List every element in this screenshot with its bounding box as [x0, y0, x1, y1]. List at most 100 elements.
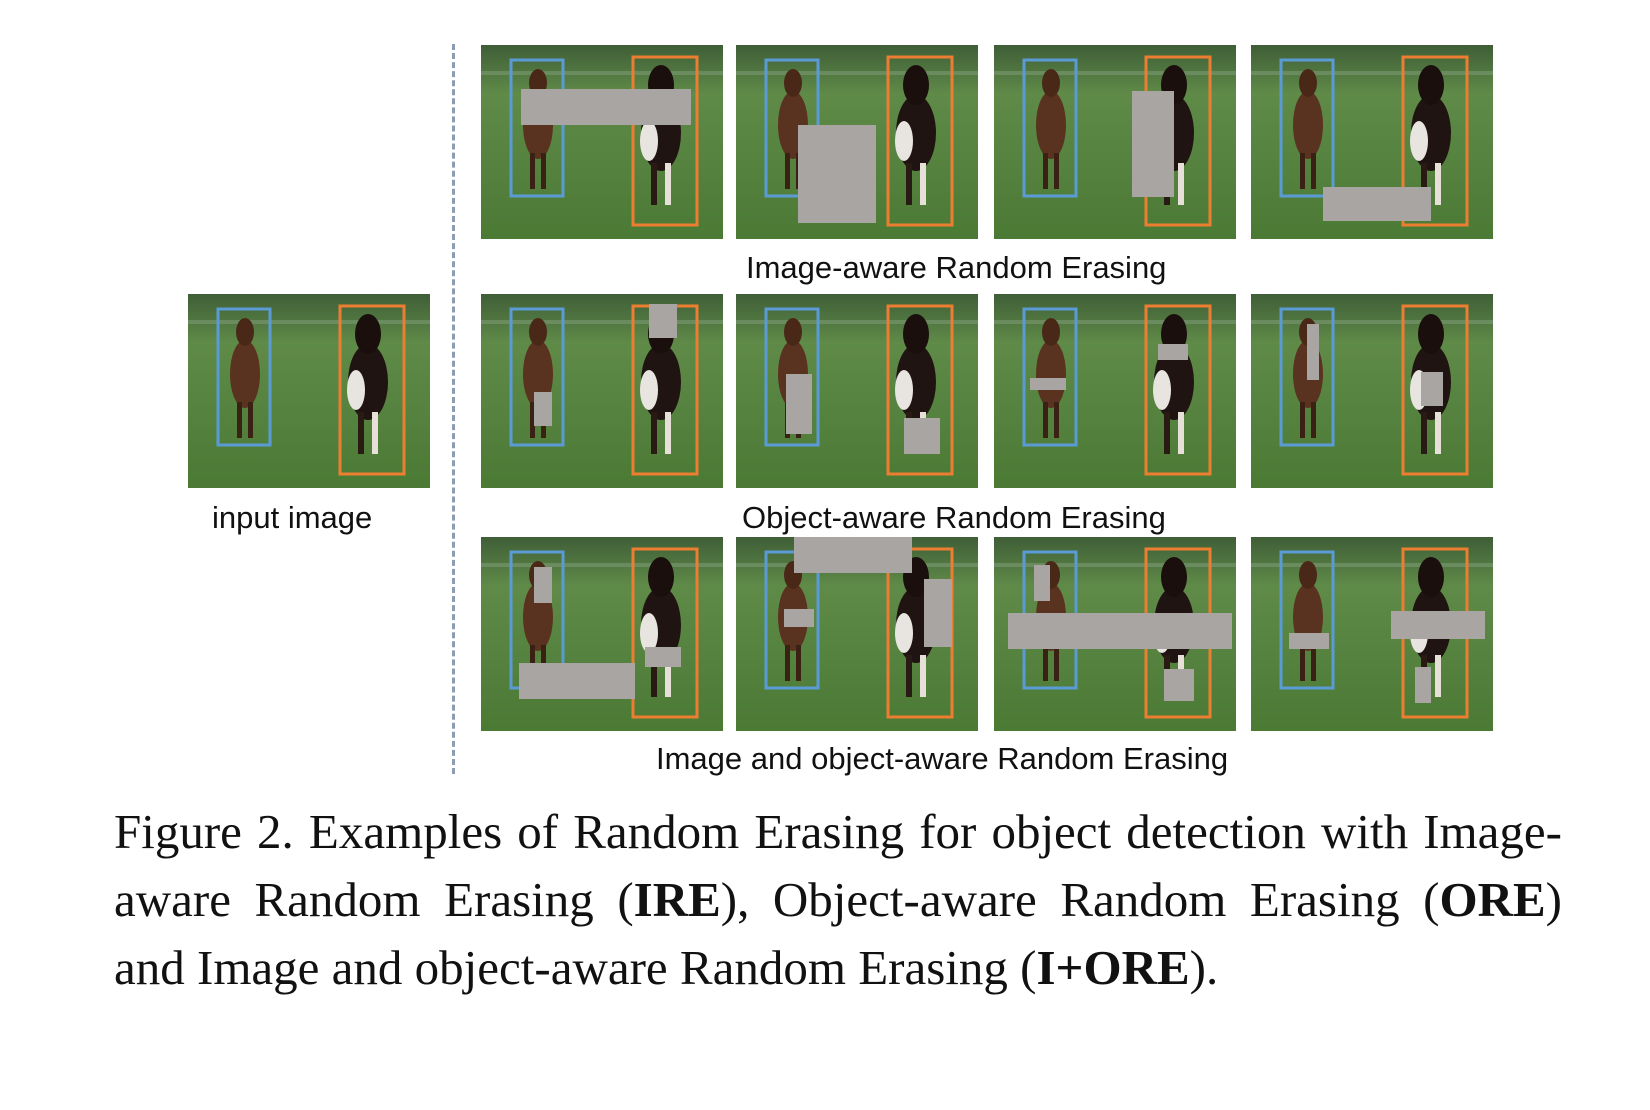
grass-background [994, 45, 1236, 239]
caption-text-3: ) and Image and object-aware Random Eras… [114, 872, 1562, 995]
ire-example-2 [736, 45, 978, 239]
fence-line [188, 320, 430, 324]
erase-patch [786, 374, 812, 434]
erase-patch [1391, 611, 1485, 639]
photo-graphic [736, 537, 978, 731]
fence-line [994, 320, 1236, 324]
caption-bold-ore: ORE [1439, 872, 1546, 927]
bounding-box-left [1279, 58, 1335, 198]
bounding-box-right [1401, 55, 1469, 227]
photo-graphic [188, 294, 430, 488]
erase-patch [521, 89, 691, 125]
fence-line [736, 320, 978, 324]
fence-line [994, 71, 1236, 75]
fence-line [736, 71, 978, 75]
input-image [188, 294, 430, 488]
bounding-box-left [1022, 307, 1078, 447]
bounding-box-right [631, 55, 699, 227]
erase-patch [1158, 344, 1188, 360]
ore-example-2 [736, 294, 978, 488]
ire-example-3 [994, 45, 1236, 239]
bounding-box-right [1144, 304, 1212, 476]
erase-patch [1034, 565, 1050, 601]
erase-patch [924, 579, 952, 647]
photo-graphic [1251, 537, 1493, 731]
bounding-box-left [764, 550, 820, 690]
erase-patch [1415, 667, 1431, 703]
fence-line [481, 320, 723, 324]
erase-patch [794, 537, 912, 573]
bounding-box-left [1279, 307, 1335, 447]
iore-example-4 [1251, 537, 1493, 731]
erase-patch [1289, 633, 1329, 649]
erase-patch [798, 125, 876, 223]
erase-patch [1030, 378, 1066, 390]
fence-line [481, 563, 723, 567]
grass-background [481, 294, 723, 488]
iore-example-1 [481, 537, 723, 731]
erase-patch [1323, 187, 1431, 221]
fence-line [1251, 71, 1493, 75]
photo-graphic [1251, 294, 1493, 488]
dashed-divider [452, 44, 455, 774]
row-label-ore: Object-aware Random Erasing [742, 500, 1166, 535]
caption-text-2: ), Object-aware Random Erasing ( [720, 872, 1440, 927]
iore-example-3 [994, 537, 1236, 731]
ore-example-4 [1251, 294, 1493, 488]
brown-horse [230, 318, 260, 438]
photo-graphic [481, 294, 723, 488]
piebald-horse [347, 314, 388, 454]
piebald-horse [640, 557, 681, 697]
ore-example-3 [994, 294, 1236, 488]
caption-text-4: ). [1189, 940, 1219, 995]
erase-patch [1307, 324, 1319, 380]
photo-graphic [736, 294, 978, 488]
erase-patch [649, 304, 677, 338]
ore-example-1 [481, 294, 723, 488]
bounding-box-left [1279, 550, 1335, 690]
photo-graphic [481, 45, 723, 239]
grass-background [1251, 294, 1493, 488]
bounding-box-right [338, 304, 406, 476]
erase-patch [645, 647, 681, 667]
iore-example-2 [736, 537, 978, 731]
erase-patch [1164, 669, 1194, 701]
row-label-ire: Image-aware Random Erasing [746, 250, 1167, 285]
photo-graphic [994, 537, 1236, 731]
erase-patch [534, 567, 552, 603]
fence-line [994, 563, 1236, 567]
grass-background [188, 294, 430, 488]
brown-horse [1036, 318, 1066, 438]
erase-patch [784, 609, 814, 627]
fence-line [1251, 563, 1493, 567]
photo-graphic [1251, 45, 1493, 239]
bounding-box-right [886, 304, 954, 476]
bounding-box-left [764, 307, 820, 447]
erase-patch [1008, 613, 1232, 649]
erase-patch [519, 663, 635, 699]
photo-graphic [481, 537, 723, 731]
erase-patch [904, 418, 940, 454]
caption-bold-ire: IRE [633, 872, 721, 927]
piebald-horse [1410, 65, 1451, 205]
erase-patch [534, 392, 552, 426]
fence-line [1251, 320, 1493, 324]
grass-background [736, 294, 978, 488]
brown-horse [1036, 69, 1066, 189]
bounding-box-right [631, 547, 699, 719]
fence-line [481, 71, 723, 75]
photo-graphic [994, 45, 1236, 239]
bounding-box-left [216, 307, 272, 447]
bounding-box-right [1401, 304, 1469, 476]
piebald-horse [895, 65, 936, 205]
grass-background [481, 45, 723, 239]
bounding-box-left [1022, 58, 1078, 198]
input-image-label: input image [212, 500, 373, 535]
bounding-box-left [509, 58, 565, 198]
photo-graphic [994, 294, 1236, 488]
erase-patch [1421, 372, 1443, 406]
caption-text-1: Figure 2. Examples of Random Erasing for… [114, 804, 1562, 927]
erase-patch [1132, 91, 1174, 197]
ire-example-4 [1251, 45, 1493, 239]
ire-example-1 [481, 45, 723, 239]
